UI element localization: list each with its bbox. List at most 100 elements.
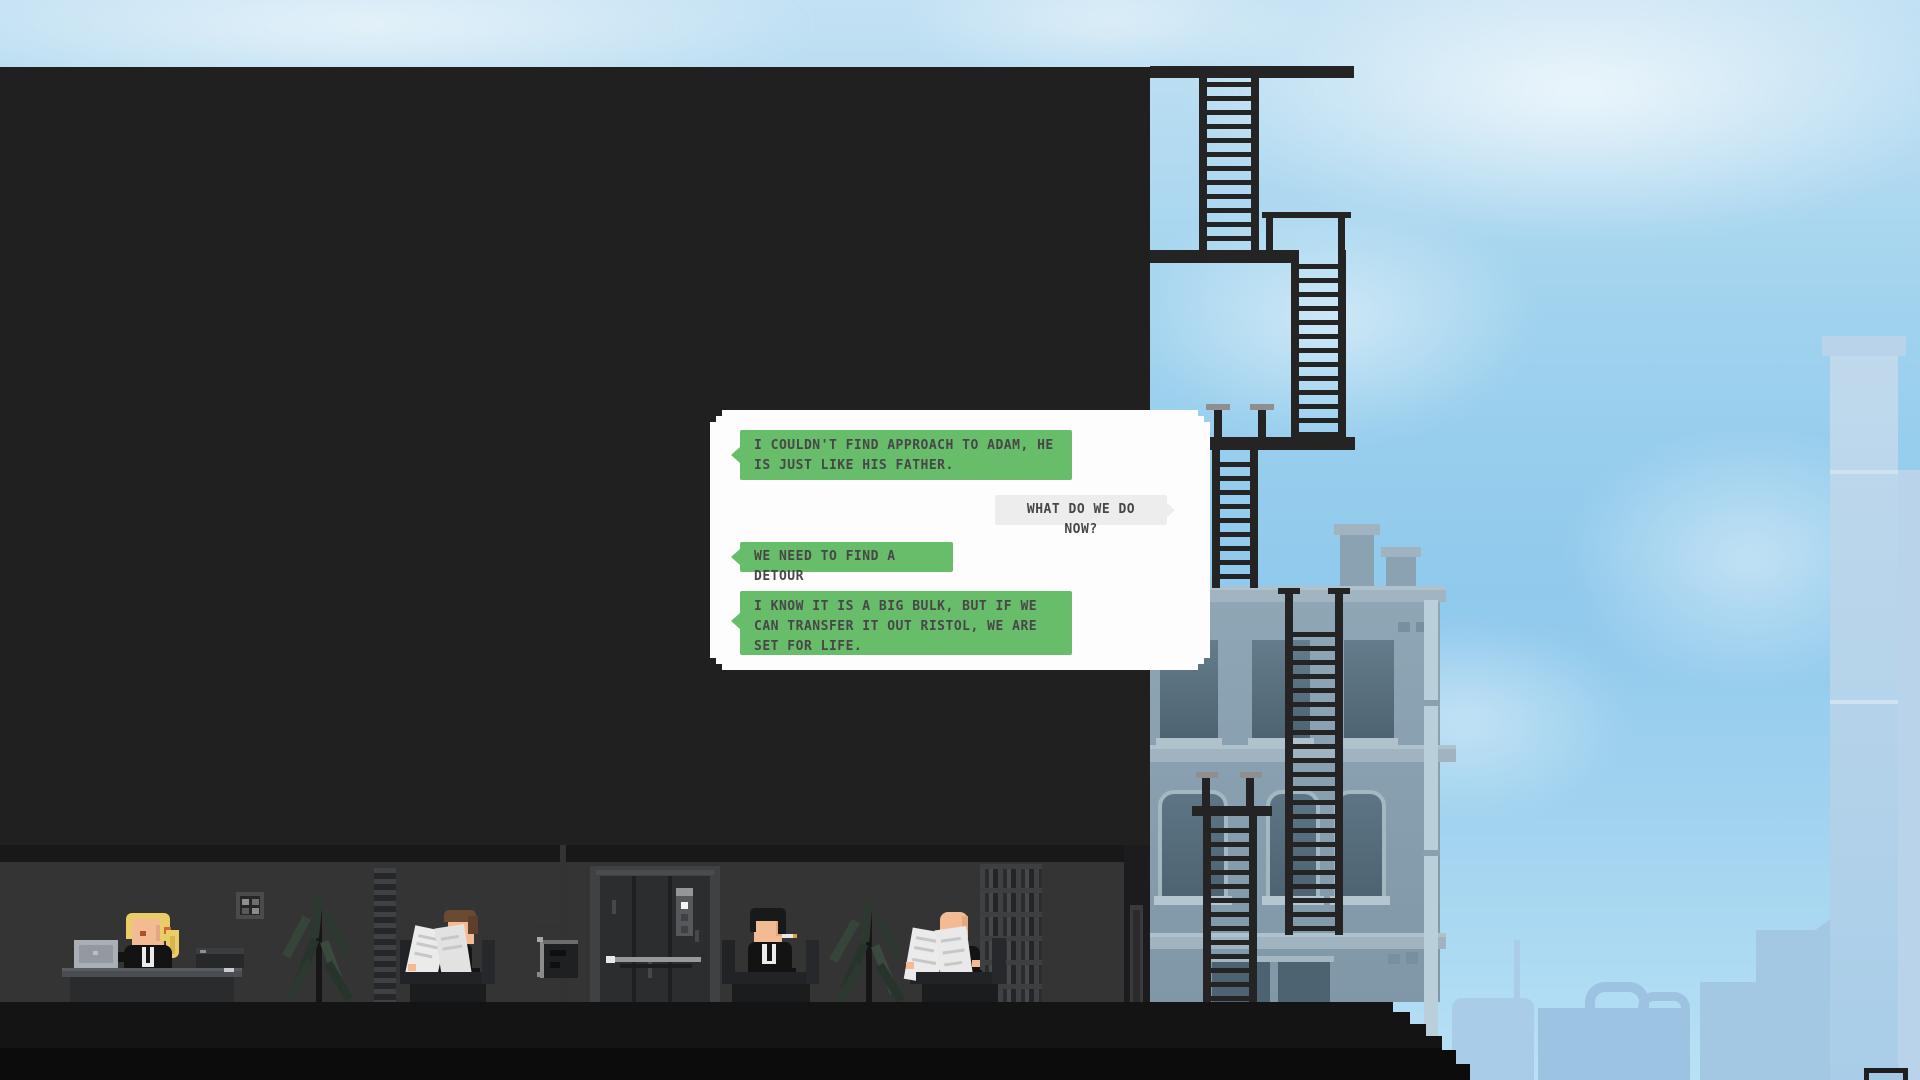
- fire-escape-platform: [1192, 806, 1272, 816]
- skyline-right-sliver: [1898, 470, 1920, 1080]
- window: [1344, 640, 1394, 740]
- fire-escape-platform: [1150, 250, 1291, 263]
- man-hair-back: [468, 916, 478, 934]
- elevator-bar-shadow: [620, 964, 692, 968]
- chat-bubble-left: WE NEED TO FIND A DETOUR: [740, 542, 953, 584]
- man-hand: [972, 960, 980, 967]
- ladder-rungs[interactable]: [1291, 264, 1346, 440]
- man-tie: [767, 944, 772, 961]
- drainpipe-bracket: [1422, 850, 1440, 856]
- railing-cap: [1196, 772, 1218, 778]
- skyline-tower-line: [1830, 700, 1898, 704]
- cloud: [1180, 0, 1920, 240]
- ladder-rungs[interactable]: [1199, 82, 1259, 254]
- wall-frame-cell: [242, 908, 249, 914]
- receptionist-hair-fringe: [126, 921, 135, 939]
- cigarette-tip: [793, 934, 797, 938]
- desk-highlight: [224, 968, 234, 972]
- skyline-industrial-block: [1756, 930, 1836, 1080]
- railing-post: [1338, 218, 1345, 250]
- man-hair-black: [750, 908, 786, 921]
- man-sideburn: [750, 918, 756, 932]
- skyline-low-building: [1538, 1008, 1690, 1080]
- window-sill: [1340, 738, 1398, 746]
- plant-stem: [316, 905, 322, 1002]
- skyline-antenna: [1514, 940, 1520, 1010]
- railing-cap: [1206, 404, 1230, 410]
- skyline-tower-line: [1830, 470, 1898, 474]
- bubble-tail: [1166, 502, 1175, 518]
- fire-escape-platform: [1205, 437, 1355, 450]
- chat-bubble-right: WHAT DO WE DO NOW?: [995, 495, 1167, 537]
- laptop-logo: [93, 951, 98, 955]
- wall-frame-cell: [252, 899, 259, 905]
- railing-cap: [1240, 772, 1262, 778]
- receptionist-tie: [146, 947, 150, 963]
- wall-frame-cell: [252, 908, 259, 914]
- plant-stem: [866, 905, 872, 1002]
- railing-cap: [1250, 404, 1274, 410]
- door-frame-inner: [1133, 910, 1140, 1002]
- window-sill: [1156, 738, 1222, 746]
- man-face-shadow: [962, 916, 968, 930]
- skyline-mid-building: [1700, 982, 1758, 1080]
- bubble-tail: [731, 447, 740, 463]
- elevator-button[interactable]: [681, 914, 688, 921]
- chat-message: WE NEED TO FIND A DETOUR: [754, 549, 896, 584]
- elevator-call-panel[interactable]: [676, 888, 693, 936]
- desk-top: [62, 968, 242, 977]
- ladder-rungs[interactable]: [1285, 632, 1343, 932]
- elevator-push-bar: [615, 957, 701, 962]
- armchair-arm: [992, 938, 1006, 984]
- armchair-seat: [916, 972, 1004, 984]
- drainpipe: [1424, 600, 1438, 1042]
- elevator-doors[interactable]: [600, 876, 710, 1002]
- window-blinds: [374, 868, 396, 1002]
- vent: [1416, 622, 1426, 632]
- chat-bubble-left: I KNOW IT IS A BIG BULK, BUT IF WE CAN T…: [740, 591, 1072, 655]
- railing-post: [1335, 594, 1343, 622]
- railing-post: [1266, 218, 1273, 250]
- elevator-button[interactable]: [681, 926, 688, 933]
- man-hand: [408, 964, 416, 971]
- ladder-rungs[interactable]: [1203, 828, 1257, 1002]
- railing-post: [1246, 778, 1254, 806]
- door-highlight: [695, 930, 699, 942]
- window: [1278, 962, 1330, 1002]
- chat-bubble-left: I COULDN'T FIND APPROACH TO ADAM, HE IS …: [740, 430, 1072, 480]
- receptionist-arm: [112, 952, 130, 962]
- armchair-arm: [806, 940, 819, 984]
- office-ceiling: [0, 845, 1150, 862]
- ponytail-strand: [170, 936, 175, 954]
- elevator-button-lit[interactable]: [681, 902, 688, 909]
- chat-message: I KNOW IT IS A BIG BULK, BUT IF WE CAN T…: [754, 599, 1038, 654]
- dialog-panel[interactable]: I COULDN'T FIND APPROACH TO ADAM, HE IS …: [710, 410, 1210, 670]
- receptionist-eye: [140, 931, 146, 936]
- armchair-base: [732, 984, 810, 1002]
- gray-building-chimney: [1386, 556, 1416, 590]
- wall-pipe: [560, 845, 566, 1002]
- window-lintel: [1274, 956, 1334, 962]
- panel-corner-light: [537, 937, 543, 942]
- ladder-rungs[interactable]: [1212, 462, 1258, 588]
- monitor-fullscreen-icon[interactable]: [1864, 1068, 1908, 1080]
- printer-light: [200, 950, 206, 953]
- door-highlight: [648, 960, 652, 978]
- man-hair-back: [778, 914, 786, 934]
- railing-cap: [1328, 588, 1350, 594]
- gray-building-chimney-cap: [1334, 524, 1380, 535]
- vent: [1398, 622, 1410, 632]
- gray-building-chimney-cap: [1381, 547, 1421, 557]
- railing-post: [1258, 410, 1266, 437]
- armchair-seat: [726, 972, 816, 984]
- window-sill: [1154, 896, 1232, 905]
- railing-cap: [1278, 588, 1300, 594]
- railing-bar: [1262, 212, 1351, 218]
- window-sill: [1248, 738, 1314, 746]
- panel-corner-light: [537, 972, 543, 977]
- armchair-arm: [482, 940, 495, 984]
- cigarette: [782, 934, 794, 938]
- skyline-tower: [1830, 342, 1898, 1080]
- railing-post: [1214, 410, 1222, 437]
